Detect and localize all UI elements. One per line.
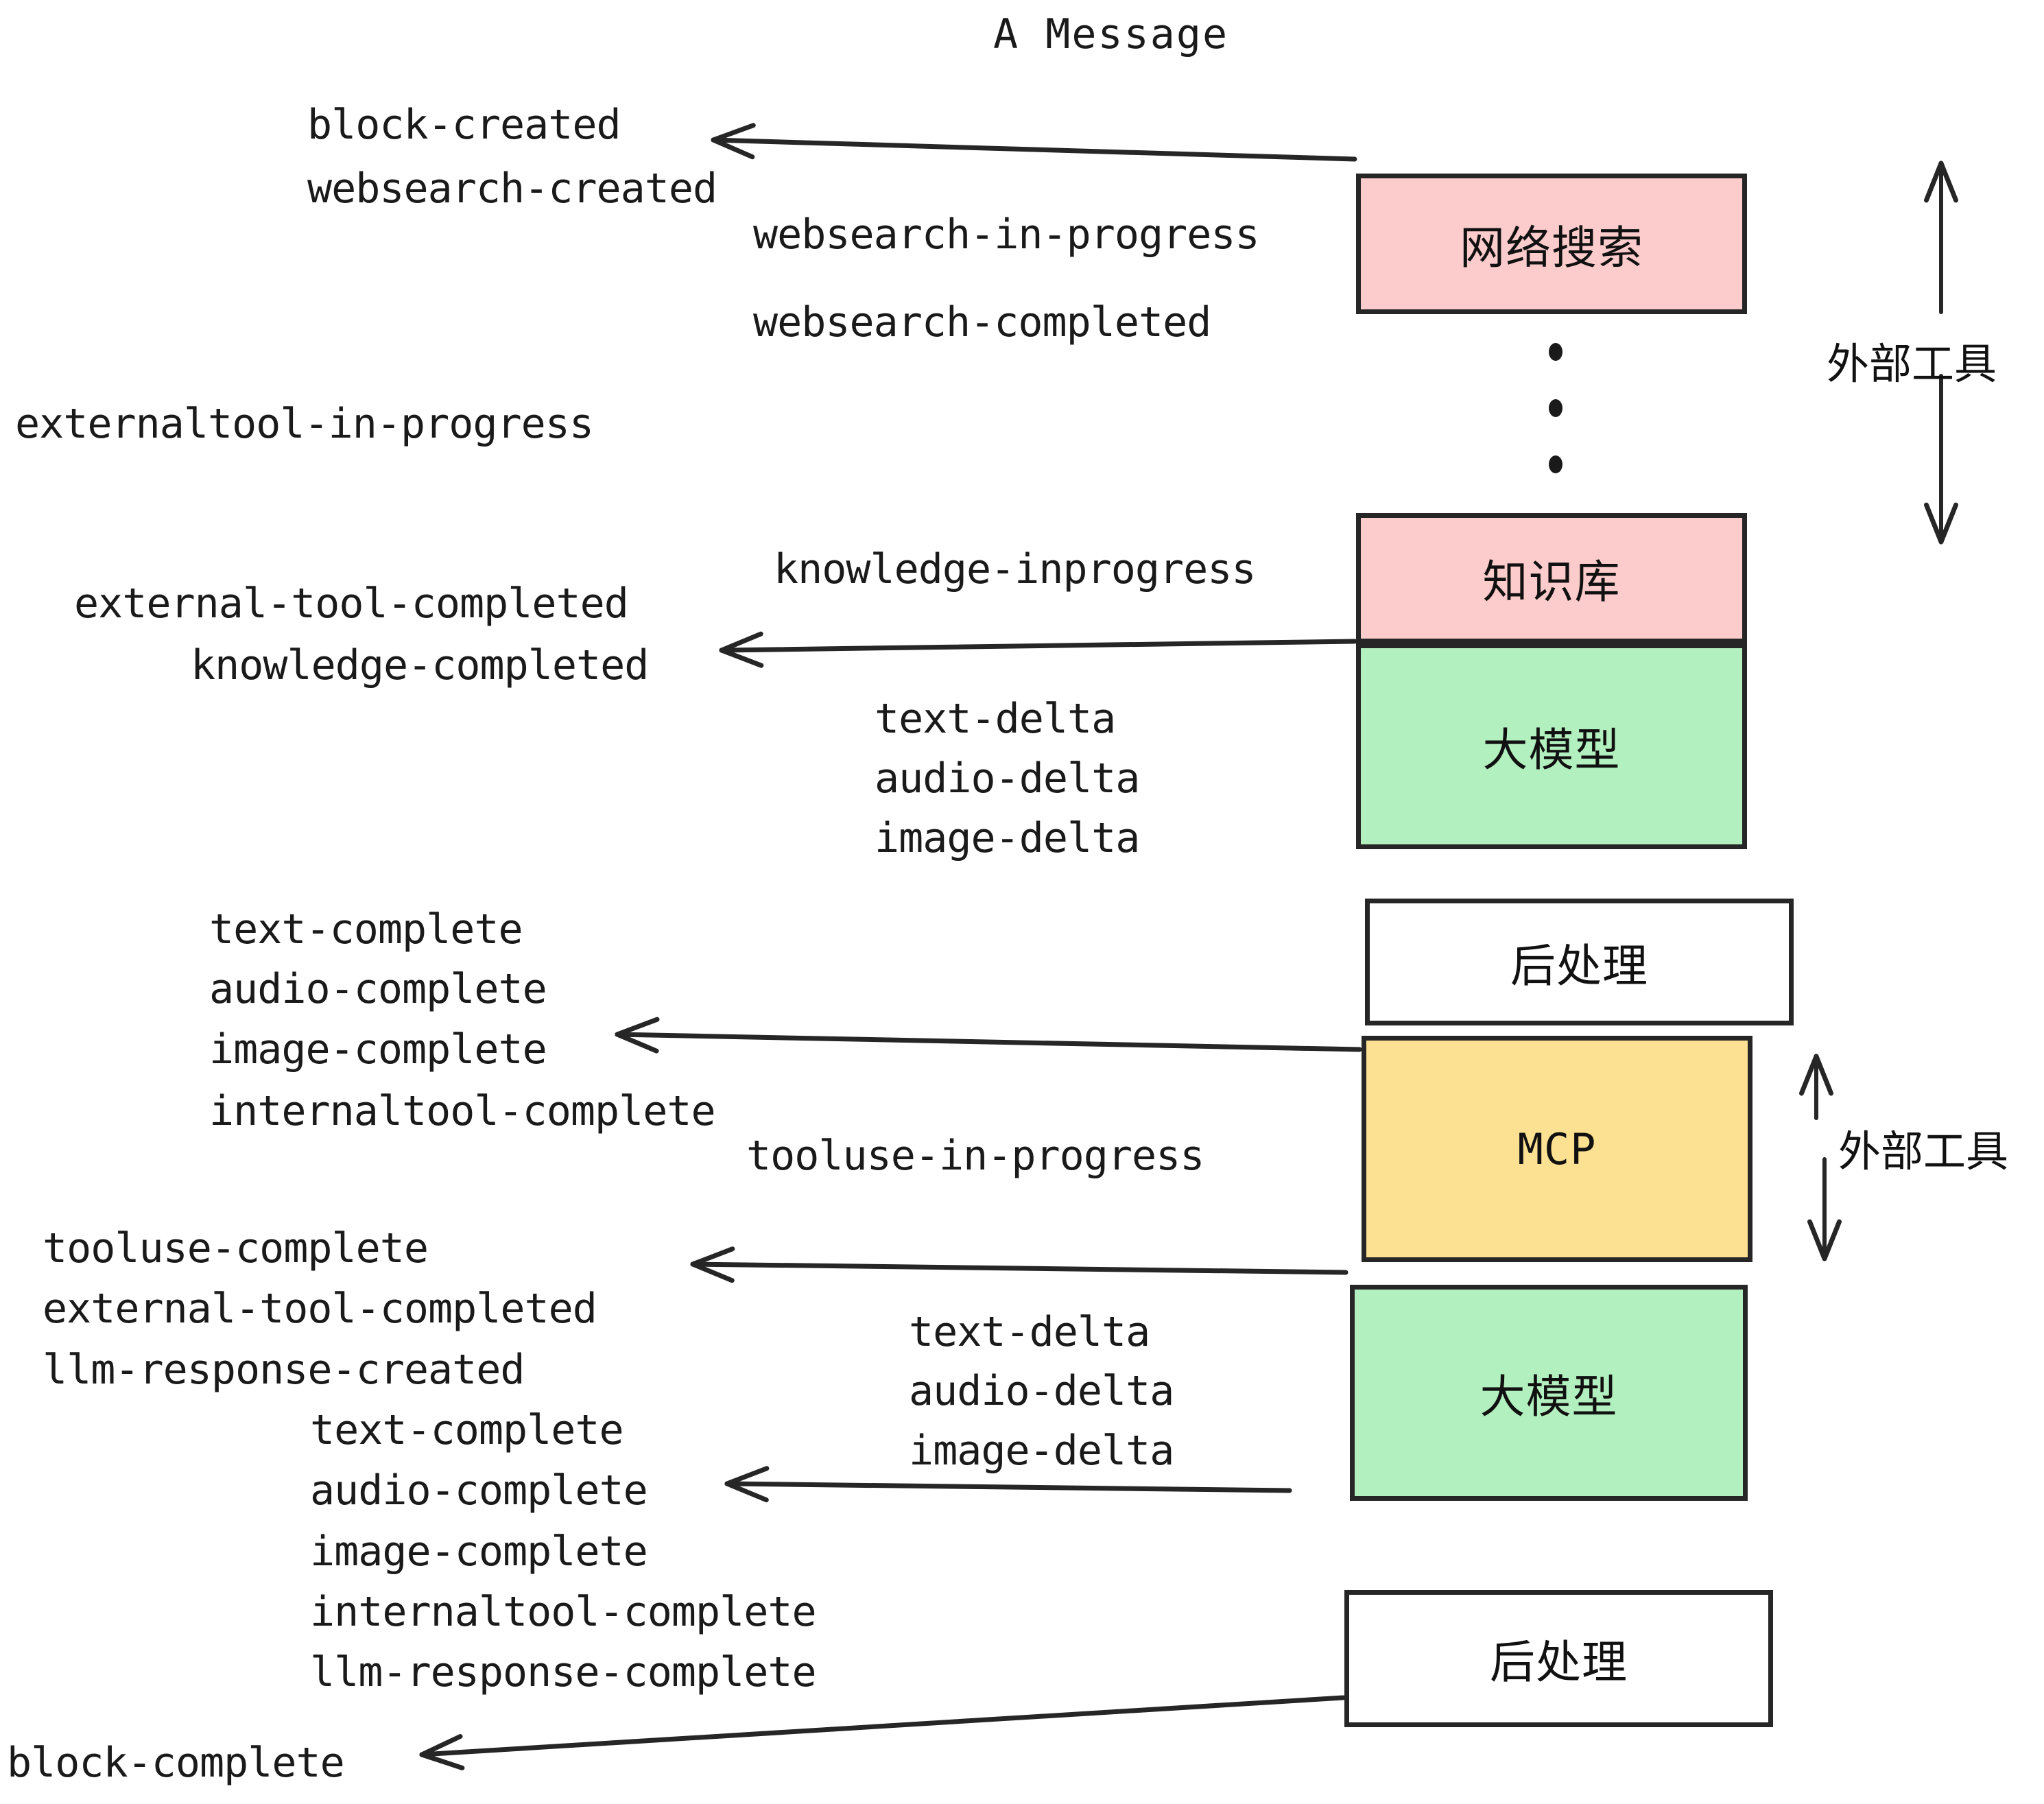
node-mcp[interactable]: MCP <box>1362 1036 1752 1262</box>
external-tools-arrow-up-bottom <box>1798 1054 1834 1120</box>
arrow-websearch-to-block <box>711 123 1357 162</box>
event-label-audio-complete-1: audio-complete <box>209 965 547 1013</box>
ellipsis-dot <box>1549 343 1562 361</box>
event-label-audio-complete-2: audio-complete <box>310 1467 648 1515</box>
event-label-llm-response-created: llm-response-created <box>43 1346 525 1394</box>
event-label-text-complete-2: text-complete <box>310 1406 624 1454</box>
external-tools-arrow-down-top <box>1923 374 1959 545</box>
event-label-image-delta-1: image-delta <box>875 814 1140 862</box>
event-label-text-delta-2: text-delta <box>909 1308 1150 1356</box>
group-label-external-tools-top: 外部工具 <box>1827 339 1997 389</box>
event-label-knowledge-completed: knowledge-completed <box>191 641 649 689</box>
event-label-external-tool-completed-1: external-tool-completed <box>74 580 629 628</box>
node-knowledge[interactable]: 知识库 <box>1356 513 1747 643</box>
event-label-llm-response-complete: llm-response-complete <box>310 1648 817 1696</box>
event-label-tooluse-complete: tooluse-complete <box>43 1224 429 1272</box>
node-llm-2[interactable]: 大模型 <box>1350 1285 1748 1501</box>
event-label-internaltool-complete-2: internaltool-complete <box>310 1588 817 1636</box>
ellipsis-dot <box>1549 455 1562 473</box>
external-tools-arrow-up-top <box>1923 161 1959 314</box>
event-label-text-delta-1: text-delta <box>875 695 1116 743</box>
event-label-block-created: block-created <box>307 101 621 149</box>
arrow-llm2-to-tooluse <box>690 1246 1348 1283</box>
event-label-tooluse-in-progress: tooluse-in-progress <box>746 1132 1204 1180</box>
event-label-internaltool-complete-1: internaltool-complete <box>209 1087 716 1135</box>
group-label-external-tools-bottom: 外部工具 <box>1838 1126 2009 1176</box>
event-label-image-delta-2: image-delta <box>909 1427 1174 1475</box>
arrow-post2-to-block <box>419 1695 1346 1770</box>
external-tools-arrow-down-bottom <box>1807 1157 1842 1261</box>
event-label-websearch-completed: websearch-completed <box>753 298 1211 346</box>
event-label-external-tool-completed-2: external-tool-completed <box>43 1285 597 1333</box>
event-label-externaltool-in-progress: externaltool-in-progress <box>15 400 594 448</box>
event-label-audio-delta-1: audio-delta <box>875 755 1140 803</box>
event-label-audio-delta-2: audio-delta <box>909 1367 1174 1415</box>
node-postprocess-2[interactable]: 后处理 <box>1344 1590 1773 1727</box>
event-label-block-complete: block-complete <box>7 1739 345 1787</box>
ellipsis-dot <box>1549 399 1562 417</box>
event-label-image-complete-1: image-complete <box>209 1025 547 1073</box>
page-title: A Message <box>993 10 1229 58</box>
vertical-ellipsis-icon <box>1549 343 1562 473</box>
node-llm-1[interactable]: 大模型 <box>1356 643 1747 849</box>
event-label-websearch-in-progress: websearch-in-progress <box>753 211 1260 259</box>
event-label-knowledge-inprogress: knowledge-inprogress <box>774 545 1256 593</box>
event-label-websearch-created: websearch-created <box>307 165 717 213</box>
node-websearch[interactable]: 网络搜索 <box>1356 174 1747 314</box>
event-label-image-complete-2: image-complete <box>310 1528 648 1576</box>
event-label-text-complete-1: text-complete <box>209 905 523 953</box>
arrow-knowledge-to-left <box>719 631 1357 668</box>
node-postprocess-1[interactable]: 后处理 <box>1365 899 1794 1025</box>
arrow-mcp-to-image-complete <box>615 1017 1362 1054</box>
